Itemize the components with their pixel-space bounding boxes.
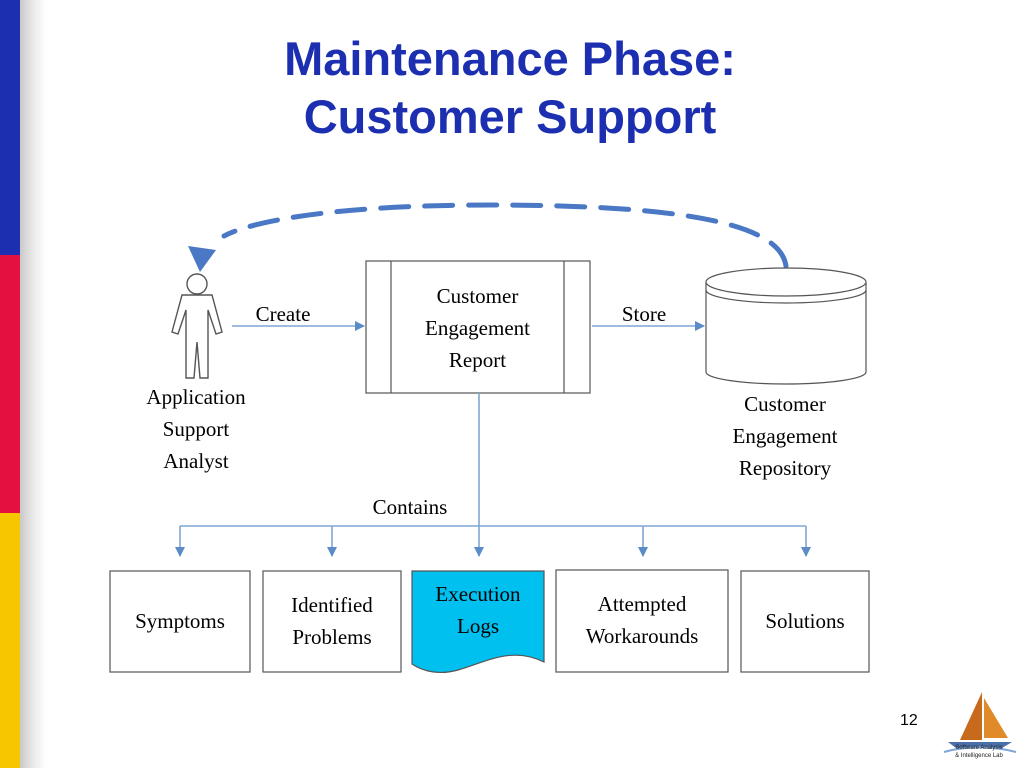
item-label-execution-logs: Execution Logs [412, 578, 544, 642]
store-label: Store [621, 302, 667, 326]
actor-label-line: Application [146, 385, 246, 409]
report-label-line: Report [448, 348, 507, 372]
report-label-line: Engagement [425, 316, 530, 340]
left-bar-shadow [20, 0, 46, 768]
item-label-symptoms: Symptoms [110, 605, 250, 637]
item-label-line: Identified [291, 593, 373, 617]
item-label-attempted-workarounds: Attempted Workarounds [556, 588, 728, 652]
item-label-line: Workarounds [585, 624, 699, 648]
actor-label: Application Support Analyst [118, 381, 274, 477]
actor-label-line: Analyst [163, 449, 229, 473]
repository-cylinder-icon [705, 267, 867, 385]
repository-label-line: Customer [744, 392, 826, 416]
contains-connector [175, 393, 811, 557]
repository-label: Customer Engagement Repository [700, 388, 870, 484]
actor-icon [171, 273, 223, 379]
item-label-solutions: Solutions [741, 605, 869, 637]
repository-label-line: Engagement [732, 424, 838, 448]
logo-text-line: Software Analysis [955, 745, 1003, 751]
item-box-identified-problems [262, 570, 402, 673]
create-label: Create [255, 302, 311, 326]
report-label-line: Customer [436, 284, 519, 308]
left-bar-yellow [0, 513, 20, 768]
item-label-line: Attempted [597, 592, 687, 616]
page-number: 12 [900, 712, 918, 729]
item-box-solutions [740, 570, 870, 673]
item-label-line: Problems [292, 625, 372, 649]
slide-title-line-1: Maintenance Phase: [284, 32, 736, 85]
item-label-line: Execution [435, 582, 521, 606]
left-bar-blue [0, 0, 20, 255]
item-label-line: Symptoms [135, 609, 225, 633]
sail-logo-icon [943, 692, 1017, 753]
logo-text-line: & Intelligence Lab [955, 753, 1003, 759]
logo-text: Software Analysis & Intelligence Lab [938, 744, 1020, 760]
contains-label: Contains [372, 495, 448, 519]
report-box [365, 260, 591, 394]
feedback-dashed-arrow [221, 202, 789, 269]
report-label: Customer Engagement Report [391, 280, 564, 376]
repository-label-line: Repository [738, 456, 832, 480]
feedback-arrow-head [188, 246, 216, 272]
slide-title-line-2: Customer Support [303, 90, 717, 143]
left-bar-red [0, 255, 20, 513]
item-box-symptoms [109, 570, 251, 673]
item-label-line: Solutions [765, 609, 845, 633]
item-box-execution-logs [411, 570, 545, 674]
item-box-attempted-workarounds [555, 569, 729, 673]
item-label-identified-problems: Identified Problems [263, 589, 401, 653]
item-label-line: Logs [457, 614, 499, 638]
actor-label-line: Support [162, 417, 230, 441]
slide-title: Maintenance Phase: Customer Support [60, 30, 960, 146]
